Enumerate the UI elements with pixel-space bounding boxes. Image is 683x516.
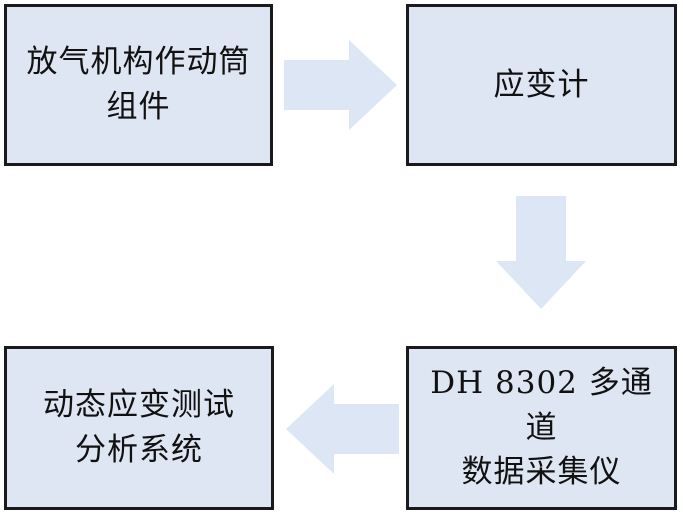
arrow-right-top	[284, 40, 397, 130]
node-strain-gauge: 应变计	[406, 4, 677, 166]
node-actuator-assembly-label: 放气机构作动筒 组件	[26, 44, 251, 125]
arrow-left-bottom	[286, 384, 399, 474]
node-dynamic-strain-system-label: 动态应变测试 分析系统	[43, 387, 235, 468]
node-strain-gauge-label: 应变计	[493, 66, 590, 103]
node-dh8302-acquisition-label: DH 8302 多通 道 数据采集仪	[430, 364, 653, 491]
arrow-down-right	[496, 196, 586, 309]
node-dh8302-acquisition: DH 8302 多通 道 数据采集仪	[406, 346, 677, 510]
node-actuator-assembly: 放气机构作动筒 组件	[4, 4, 273, 166]
node-dynamic-strain-system: 动态应变测试 分析系统	[4, 346, 274, 510]
